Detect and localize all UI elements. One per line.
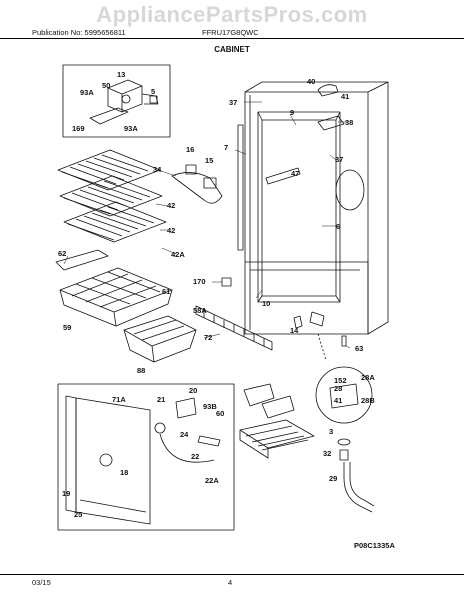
callout-169: 169 — [72, 124, 85, 133]
top-hinge — [317, 115, 345, 131]
callout-152: 152 — [334, 376, 347, 385]
callout-71a: 71A — [112, 395, 126, 404]
callout-22: 22 — [191, 452, 199, 461]
callout-32: 32 — [323, 449, 331, 458]
plastic-basket — [123, 315, 197, 363]
leveling-leg — [341, 335, 347, 347]
callout-5: 5 — [151, 87, 155, 96]
callout-41-detail: 41 — [334, 396, 342, 405]
callout-28a: 28A — [361, 373, 375, 382]
callout-13: 13 — [117, 70, 125, 79]
callout-3: 3 — [329, 427, 333, 436]
toe-grille — [195, 305, 273, 351]
callout-7: 7 — [224, 143, 228, 152]
callout-47: 47 — [291, 169, 299, 178]
cabinet-body — [244, 81, 389, 335]
callout-93a-top: 93A — [80, 88, 94, 97]
callout-18: 18 — [120, 468, 128, 477]
shelf-support — [265, 167, 301, 185]
evaporator-cover — [65, 395, 151, 525]
inset-box-control — [62, 64, 171, 138]
top-hinge-cover — [317, 84, 339, 97]
callout-60: 60 — [216, 409, 224, 418]
callout-28b: 28B — [361, 396, 375, 405]
watermark: AppliancePartsPros.com — [96, 2, 368, 27]
hinge-detail-circle — [315, 366, 373, 424]
inset-box-liner — [57, 383, 235, 531]
wire-basket — [55, 249, 173, 327]
callout-9: 9 — [290, 108, 294, 117]
callout-34: 34 — [153, 165, 162, 174]
callout-16: 16 — [186, 145, 194, 154]
callout-42a: 42A — [171, 250, 185, 259]
model-number: FFRU17G8QWC — [202, 28, 259, 37]
callout-170: 170 — [193, 277, 206, 286]
condenser-bracket — [243, 383, 295, 419]
callout-42-b: 42 — [167, 226, 175, 235]
hinge-detail — [329, 383, 359, 409]
control-assembly — [89, 79, 159, 125]
part-16 — [185, 164, 197, 175]
callout-6: 6 — [336, 222, 340, 231]
callout-50: 50 — [102, 81, 110, 90]
callout-61: 61 — [162, 287, 170, 296]
callout-37-left: 37 — [229, 98, 237, 107]
callout-93a-box: 93A — [124, 124, 138, 133]
callout-28: 28 — [334, 384, 342, 393]
drawing-code: P08C1335A — [354, 541, 395, 550]
part-14 — [293, 315, 303, 329]
callout-19: 19 — [62, 489, 70, 498]
callout-42-a: 42 — [167, 201, 175, 210]
thermostat-assembly — [154, 397, 221, 463]
callout-25: 25 — [74, 510, 82, 519]
callout-38: 38 — [345, 118, 353, 127]
callout-37-right: 37 — [335, 155, 343, 164]
callout-40: 40 — [307, 77, 315, 86]
door-bin-bracket — [171, 172, 223, 204]
callout-15: 15 — [205, 156, 213, 165]
footer-date: 03/15 — [32, 578, 51, 587]
callout-22a: 22A — [205, 476, 219, 485]
callout-93b: 93B — [203, 402, 217, 411]
part-15 — [203, 177, 217, 189]
callout-63: 63 — [355, 344, 363, 353]
bottom-hinge — [309, 311, 325, 327]
publication-number: Publication No: 5995656811 — [32, 28, 126, 37]
callout-21: 21 — [157, 395, 165, 404]
part-170 — [221, 277, 232, 287]
footer-divider — [0, 574, 464, 575]
callout-24: 24 — [180, 430, 189, 439]
callout-72: 72 — [204, 333, 212, 342]
callout-10: 10 — [262, 299, 270, 308]
callout-14: 14 — [290, 326, 299, 335]
callout-62: 62 — [58, 249, 66, 258]
condenser-coil — [239, 419, 315, 459]
callout-88: 88 — [137, 366, 145, 375]
callout-58a: 58A — [193, 306, 207, 315]
callout-59: 59 — [63, 323, 71, 332]
gasket-strip — [237, 124, 244, 251]
callout-20: 20 — [189, 386, 197, 395]
callout-29: 29 — [329, 474, 337, 483]
wire-shelves — [57, 149, 167, 243]
header-divider — [0, 38, 464, 39]
footer-page: 4 — [228, 578, 233, 587]
callout-41: 41 — [341, 92, 349, 101]
drain-tube — [337, 438, 375, 513]
section-title: CABINET — [214, 45, 250, 54]
